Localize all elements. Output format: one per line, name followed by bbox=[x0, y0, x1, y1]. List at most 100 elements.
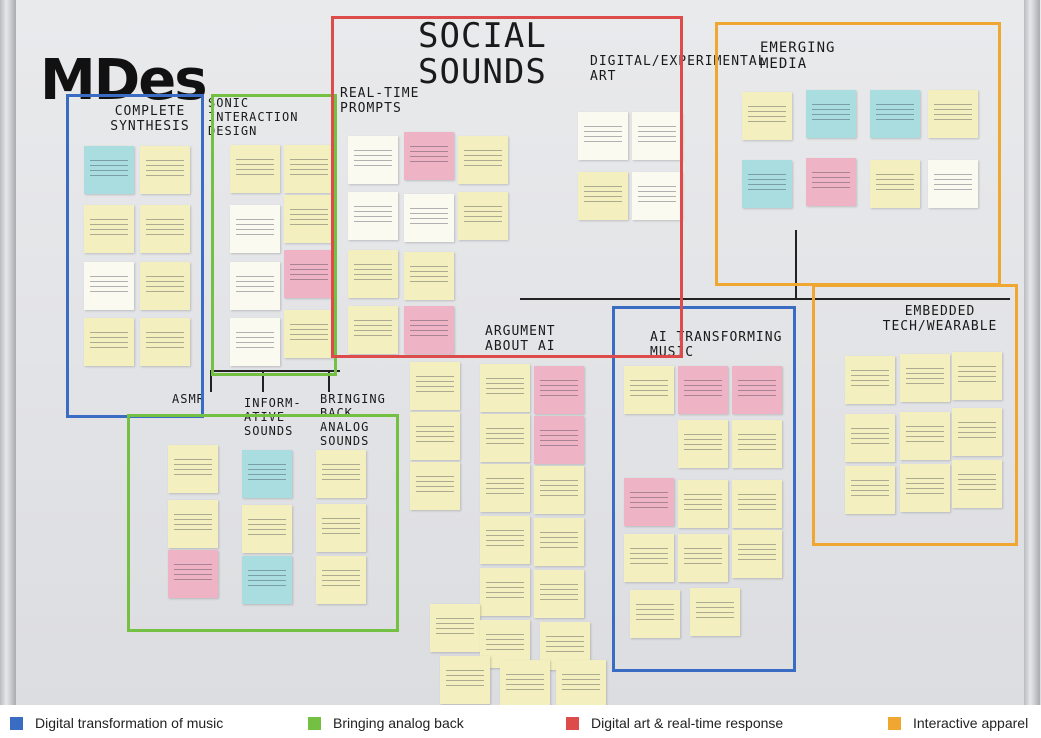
sticky-note bbox=[316, 504, 366, 552]
sticky-note bbox=[230, 205, 280, 253]
sticky-note bbox=[845, 356, 895, 404]
legend-swatch bbox=[888, 716, 901, 730]
legend-swatch bbox=[566, 716, 579, 730]
sticky-note bbox=[404, 306, 454, 354]
sticky-note bbox=[84, 205, 134, 253]
sticky-note bbox=[242, 450, 292, 498]
sticky-note bbox=[578, 112, 628, 160]
sticky-note bbox=[678, 534, 728, 582]
legend-label: Interactive apparel bbox=[913, 715, 1029, 731]
sticky-note bbox=[870, 160, 920, 208]
legend-item: Bringing analog back bbox=[308, 715, 464, 731]
sticky-note bbox=[678, 420, 728, 468]
legend-swatch bbox=[308, 716, 321, 730]
legend-swatch bbox=[10, 716, 23, 730]
sticky-note bbox=[952, 408, 1002, 456]
sticky-note bbox=[230, 262, 280, 310]
sticky-note bbox=[284, 250, 334, 298]
sticky-note bbox=[845, 414, 895, 462]
sticky-note bbox=[952, 460, 1002, 508]
heading-sonic-interaction: SONIC INTERACTION DESIGN bbox=[208, 96, 299, 138]
legend-item: Digital transformation of music bbox=[10, 715, 223, 731]
sticky-note bbox=[84, 146, 134, 194]
heading-asmr: ASMR bbox=[172, 392, 205, 406]
heading-embedded-tech: EMBEDDED TECH/WEARABLE bbox=[882, 304, 998, 334]
legend-label: Digital art & real-time response bbox=[591, 715, 784, 731]
group-box-blue bbox=[612, 306, 796, 672]
sticky-note bbox=[480, 516, 530, 564]
sticky-note bbox=[430, 604, 480, 652]
sticky-note bbox=[578, 172, 628, 220]
sticky-note bbox=[806, 90, 856, 138]
sticky-note bbox=[480, 414, 530, 462]
connector-line bbox=[210, 370, 212, 392]
heading-digital-art: DIGITAL/EXPERIMENTAL ART bbox=[590, 54, 767, 84]
group-box-orange bbox=[715, 22, 1001, 286]
sticky-note bbox=[242, 505, 292, 553]
sticky-note bbox=[624, 478, 674, 526]
sticky-note bbox=[284, 145, 334, 193]
sticky-note bbox=[316, 556, 366, 604]
sticky-note bbox=[480, 568, 530, 616]
sticky-note bbox=[348, 192, 398, 240]
group-box-green bbox=[211, 94, 337, 376]
connector-line bbox=[795, 230, 797, 300]
sticky-note bbox=[632, 112, 682, 160]
heading-argument-ai: ARGUMENT ABOUT AI bbox=[485, 324, 556, 354]
connector-line bbox=[520, 298, 1010, 300]
whiteboard-photo: MDes SOCIAL SOUNDS COMPLETE SYNTHESIS SO… bbox=[0, 0, 1041, 705]
sticky-note bbox=[284, 310, 334, 358]
sticky-note bbox=[404, 252, 454, 300]
sticky-note bbox=[84, 262, 134, 310]
sticky-note bbox=[404, 194, 454, 242]
sticky-note bbox=[84, 318, 134, 366]
legend-item: Interactive apparel bbox=[888, 715, 1028, 731]
sticky-note bbox=[440, 656, 490, 704]
sticky-note bbox=[556, 660, 606, 705]
sticky-note bbox=[742, 160, 792, 208]
sticky-note bbox=[140, 318, 190, 366]
sticky-note bbox=[480, 464, 530, 512]
sticky-note bbox=[742, 92, 792, 140]
sticky-note bbox=[140, 262, 190, 310]
group-box-green bbox=[127, 414, 399, 632]
sticky-note bbox=[348, 136, 398, 184]
sticky-note bbox=[732, 366, 782, 414]
sticky-note bbox=[678, 366, 728, 414]
sticky-note bbox=[678, 480, 728, 528]
sticky-note bbox=[168, 550, 218, 598]
heading-real-time-prompts: REAL-TIME PROMPTS bbox=[340, 86, 420, 116]
sticky-note bbox=[952, 352, 1002, 400]
sticky-note bbox=[458, 192, 508, 240]
sticky-note bbox=[900, 412, 950, 460]
sticky-note bbox=[845, 466, 895, 514]
connector-line bbox=[328, 370, 330, 392]
sticky-note bbox=[410, 462, 460, 510]
sticky-note bbox=[404, 132, 454, 180]
heading-emerging-media: EMERGING MEDIA bbox=[760, 40, 836, 72]
right-pillar bbox=[1024, 0, 1040, 705]
sticky-note bbox=[534, 466, 584, 514]
sticky-note bbox=[732, 530, 782, 578]
sticky-note bbox=[242, 556, 292, 604]
sticky-note bbox=[630, 590, 680, 638]
connector-line bbox=[210, 370, 340, 372]
sticky-note bbox=[732, 480, 782, 528]
connector-line bbox=[262, 370, 264, 392]
sticky-note bbox=[316, 450, 366, 498]
sticky-note bbox=[632, 172, 682, 220]
sticky-note bbox=[534, 416, 584, 464]
group-box-blue bbox=[66, 94, 204, 418]
sticky-note bbox=[500, 660, 550, 705]
sticky-note bbox=[900, 354, 950, 402]
sticky-note bbox=[168, 500, 218, 548]
heading-complete-synthesis: COMPLETE SYNTHESIS bbox=[110, 104, 190, 134]
sticky-note bbox=[534, 518, 584, 566]
sticky-note bbox=[928, 90, 978, 138]
sticky-note bbox=[624, 534, 674, 582]
legend-label: Digital transformation of music bbox=[35, 715, 224, 731]
sticky-note bbox=[480, 364, 530, 412]
sticky-note bbox=[410, 362, 460, 410]
legend-label: Bringing analog back bbox=[333, 715, 464, 731]
sticky-note bbox=[624, 366, 674, 414]
